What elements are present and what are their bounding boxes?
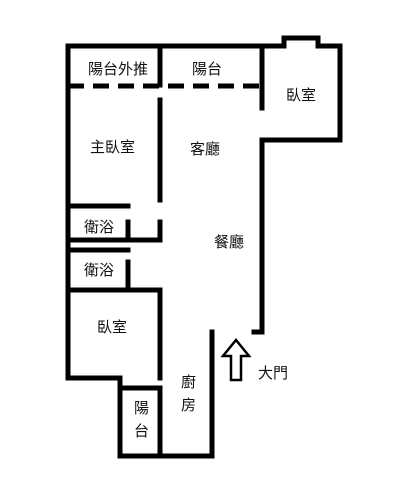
room-label-bathroom-2: 衛浴 [84,261,115,279]
room-label-living-room: 客廳 [190,140,221,158]
entrance-label: 大門 [258,364,289,382]
room-label-master-bedroom: 主臥室 [90,138,136,156]
room-label-bedroom-right: 臥室 [286,86,317,104]
room-label-balcony-extension: 陽台外推 [88,60,149,78]
up-arrow-icon [220,338,252,382]
room-label-balcony-top: 陽台 [192,60,223,78]
wall-top [65,35,343,49]
room-label-bathroom-1: 衛浴 [84,218,115,236]
room-label-kitchen: 廚房 [179,374,197,420]
room-label-balcony-bottom: 陽台 [132,400,150,446]
room-label-dining-room: 餐廳 [214,233,245,251]
room-label-bedroom-bottom: 臥室 [97,318,128,336]
